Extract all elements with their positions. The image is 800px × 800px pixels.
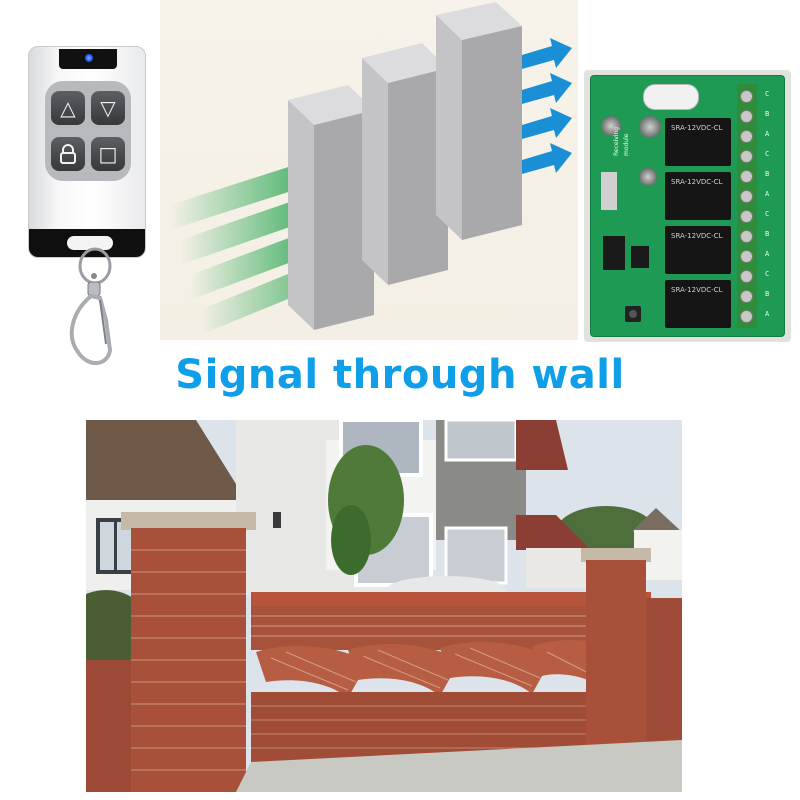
square-icon: □ <box>98 142 118 166</box>
relay: SRA-12VDC-CL <box>665 280 731 328</box>
keyring-slot <box>67 236 113 250</box>
terminal-block <box>737 84 757 328</box>
triangle-up-icon: △ <box>60 96 76 120</box>
pin-label: A <box>765 250 770 258</box>
caption-heading: Signal through wall <box>175 352 625 398</box>
screw-terminal <box>740 170 753 183</box>
pin-label: A <box>765 310 770 318</box>
capacitor <box>639 168 657 186</box>
led-indicator <box>85 54 93 62</box>
relay: SRA-12VDC-CL <box>665 172 731 220</box>
remote-button-pad: △ ▽ □ <box>45 81 131 181</box>
pin-label: C <box>765 210 770 218</box>
pin-label: C <box>765 150 770 158</box>
pin-label: A <box>765 130 770 138</box>
screw-terminal <box>740 230 753 243</box>
remote-body: △ ▽ □ <box>28 46 146 258</box>
wall-2 <box>362 43 448 285</box>
house-scene <box>86 420 682 792</box>
capacitor <box>639 116 661 138</box>
lock-button[interactable] <box>51 137 85 171</box>
keychain-clip-icon <box>69 247 113 365</box>
screw-terminal <box>740 110 753 123</box>
pin-label: C <box>765 90 770 98</box>
board-text: Receiving <box>613 126 620 156</box>
screw-terminal <box>740 270 753 283</box>
wall-1 <box>288 85 374 330</box>
signal-beams-incoming <box>170 160 310 335</box>
triangle-up-button[interactable]: △ <box>51 91 85 125</box>
walls-graphic <box>170 2 572 335</box>
signal-arrows-outgoing <box>522 38 572 174</box>
pin-label: B <box>765 290 770 298</box>
pin-label: B <box>765 230 770 238</box>
brick-wall-photo <box>86 420 682 792</box>
square-button[interactable]: □ <box>91 137 125 171</box>
pin-label: B <box>765 110 770 118</box>
pin-label: A <box>765 190 770 198</box>
capacitor <box>601 116 621 136</box>
screw-terminal <box>740 150 753 163</box>
relay-label: SRA-12VDC-CL <box>671 124 723 132</box>
screw-terminal <box>740 250 753 263</box>
ic-chip <box>603 236 625 270</box>
screw-terminal <box>740 310 753 323</box>
screw-terminal <box>740 90 753 103</box>
relay: SRA-12VDC-CL <box>665 118 731 166</box>
lock-icon <box>60 144 76 164</box>
screw-terminal <box>740 130 753 143</box>
pin-label: B <box>765 170 770 178</box>
ic-chip <box>631 246 649 268</box>
crystal <box>601 172 617 210</box>
relay-label: SRA-12VDC-CL <box>671 286 723 294</box>
remote-control: △ ▽ □ <box>28 46 148 261</box>
screw-terminal <box>740 190 753 203</box>
relay-label: SRA-12VDC-CL <box>671 178 723 186</box>
triangle-down-icon: ▽ <box>100 96 116 120</box>
wall-3 <box>436 2 522 240</box>
receiver-board: Receiving module SRA-12VDC-CL SRA-12VDC-… <box>590 75 785 337</box>
board-text: module <box>623 133 630 157</box>
pin-label: C <box>765 270 770 278</box>
antenna-coil <box>643 84 699 110</box>
learn-button[interactable] <box>625 306 641 322</box>
relay-label: SRA-12VDC-CL <box>671 232 723 240</box>
screw-terminal <box>740 210 753 223</box>
pin-labels: C B A C B A C B A C B A <box>765 90 781 320</box>
signal-illustration <box>160 0 578 340</box>
screw-terminal <box>740 290 753 303</box>
relay: SRA-12VDC-CL <box>665 226 731 274</box>
triangle-down-button[interactable]: ▽ <box>91 91 125 125</box>
